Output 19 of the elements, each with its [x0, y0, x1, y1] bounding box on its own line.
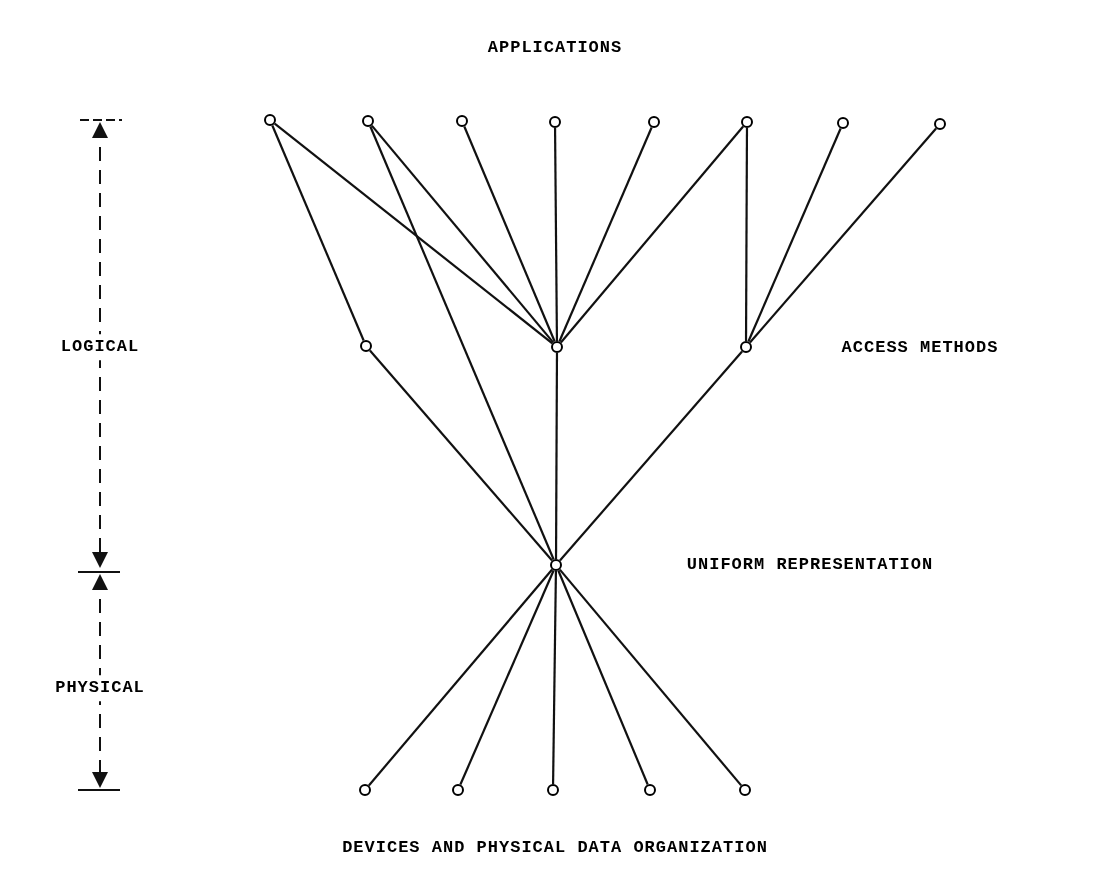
connector-line — [368, 568, 553, 787]
connector-line — [271, 125, 365, 341]
connector-line — [371, 124, 554, 344]
connector-line — [557, 570, 649, 785]
connector-line — [274, 122, 553, 345]
connector-line — [459, 570, 555, 785]
connector-line — [463, 126, 556, 342]
connector-line — [558, 127, 653, 342]
connector-line — [744, 128, 749, 341]
connector-line — [560, 125, 744, 344]
connector-line — [369, 126, 555, 560]
connector-line — [553, 128, 559, 341]
connector-line — [559, 350, 743, 562]
connector-line — [554, 353, 559, 559]
connector-line — [747, 128, 842, 342]
connector-line — [552, 571, 557, 784]
connector-line — [369, 349, 553, 562]
connector-line — [559, 568, 742, 787]
connector-line — [749, 127, 937, 344]
